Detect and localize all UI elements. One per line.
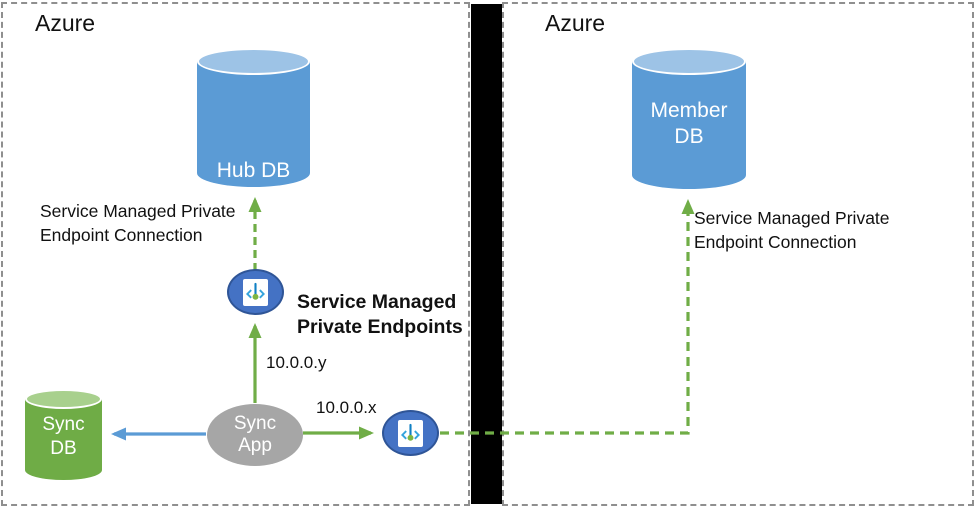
sync-db-label-line2: DB bbox=[50, 437, 77, 459]
sync-app-ellipse: Sync App bbox=[207, 404, 303, 466]
connection-label-right-line1: Service Managed Private bbox=[694, 208, 890, 228]
ip-label-hub: 10.0.0.y bbox=[266, 353, 327, 372]
private-endpoint-glyph bbox=[398, 419, 423, 447]
sync-db-body bbox=[25, 399, 102, 480]
private-endpoint-icon bbox=[227, 269, 284, 315]
private-endpoint-icon bbox=[382, 410, 439, 456]
hub-db-cylinder: Hub DB bbox=[197, 48, 310, 187]
hub-db-label: Hub DB bbox=[197, 158, 310, 184]
connection-label-left-line2: Endpoint Connection bbox=[40, 224, 203, 245]
hub-db-top bbox=[197, 48, 310, 75]
private-endpoint-glyph bbox=[243, 278, 268, 306]
sync-app-label-line1: Sync bbox=[233, 413, 277, 435]
member-db-label-line1: Member bbox=[650, 99, 728, 122]
sync-db-label-line1: Sync bbox=[42, 414, 85, 435]
sync-db-label: Sync DB bbox=[25, 413, 102, 461]
connection-label-left-line1: Service Managed Private bbox=[40, 201, 236, 221]
member-db-top bbox=[632, 48, 746, 75]
member-db-label: Member DB bbox=[632, 98, 746, 151]
hub-db-body bbox=[197, 61, 310, 187]
sync-app-label-line2: App bbox=[238, 435, 272, 456]
hub-db-label-line: Hub DB bbox=[216, 159, 291, 182]
member-db-label-line2: DB bbox=[674, 125, 704, 149]
connection-label-right-line2: Endpoint Connection bbox=[694, 231, 857, 252]
zone-divider-bar bbox=[471, 4, 502, 504]
zone-title-right: Azure bbox=[545, 10, 606, 36]
service-managed-private-endpoints-label: Service Managed Private Endpoints bbox=[297, 290, 463, 341]
endpoints-label-line1: Service Managed bbox=[297, 291, 457, 313]
member-db-body bbox=[632, 61, 746, 189]
ip-label-member: 10.0.0.x bbox=[316, 398, 377, 417]
zone-title-left: Azure bbox=[35, 10, 96, 36]
endpoints-label-line2: Private Endpoints bbox=[297, 316, 463, 339]
sync-db-cylinder: Sync DB bbox=[25, 389, 102, 480]
connection-label-left: Service Managed Private Endpoint Connect… bbox=[40, 200, 236, 247]
connection-label-right: Service Managed Private Endpoint Connect… bbox=[694, 207, 890, 254]
member-db-cylinder: Member DB bbox=[632, 48, 746, 189]
sync-db-top bbox=[25, 389, 102, 409]
